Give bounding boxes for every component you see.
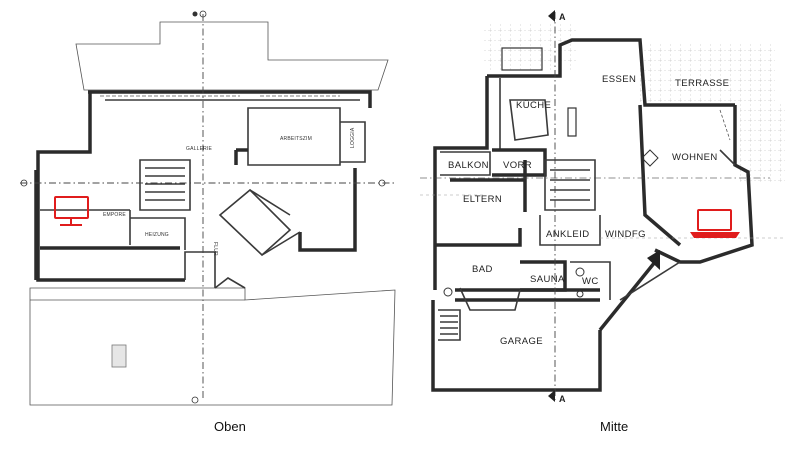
plan-oben: GALLERIE ARBEITSZIM LOGGIA EMPORE HEIZUN… xyxy=(20,10,396,434)
room-wc: WC xyxy=(582,276,599,287)
room-loggia: LOGGIA xyxy=(350,127,356,148)
room-kueche: KÜCHE xyxy=(516,100,551,111)
room-heizung: HEIZUNG xyxy=(145,232,169,238)
outer-wall-mitte xyxy=(487,38,735,107)
stair-mitte xyxy=(544,159,596,211)
room-garage: GARAGE xyxy=(500,336,543,347)
room-ankleid: ANKLEID xyxy=(546,229,589,240)
kitchen-island xyxy=(509,99,549,141)
room-windfg: WINDFG xyxy=(605,229,646,240)
room-essen: ESSEN xyxy=(602,74,636,85)
arbeitszimmer-walls xyxy=(247,107,341,166)
roof-top xyxy=(75,21,389,91)
room-sauna: SAUNA xyxy=(530,274,565,285)
skylight xyxy=(111,344,127,368)
terrace-tiles xyxy=(640,44,775,104)
section-marker-top: A xyxy=(559,12,566,22)
room-terrasse: TERRASSE xyxy=(675,78,729,89)
laptop-icon xyxy=(690,209,740,238)
stair-oben xyxy=(139,159,191,211)
room-eltern: ELTERN xyxy=(463,194,502,205)
room-wohnen: WOHNEN xyxy=(672,152,718,163)
tv-monitor-icon xyxy=(54,196,89,226)
caption-mitte: Mitte xyxy=(600,419,628,434)
section-marker-bottom: A xyxy=(559,394,566,404)
roof-bottom xyxy=(29,287,396,406)
loggia-stair xyxy=(218,188,292,257)
room-flur: FLUR xyxy=(212,242,218,256)
room-gallerie: GALLERIE xyxy=(186,146,213,152)
room-bad: BAD xyxy=(472,264,493,275)
room-vorr: VORR xyxy=(503,160,532,171)
caption-oben: Oben xyxy=(214,419,246,434)
room-arbeitszim: ARBEITSZIM xyxy=(280,136,312,142)
plan-mitte: A A ESSEN TERRASSE KÜCHE BALKON VORR WOH… xyxy=(420,10,785,434)
outer-wall-oben xyxy=(36,90,372,282)
room-empore: EMPORE xyxy=(103,212,126,218)
terrace-tiles-top xyxy=(482,22,577,70)
room-balkon: BALKON xyxy=(448,160,489,171)
